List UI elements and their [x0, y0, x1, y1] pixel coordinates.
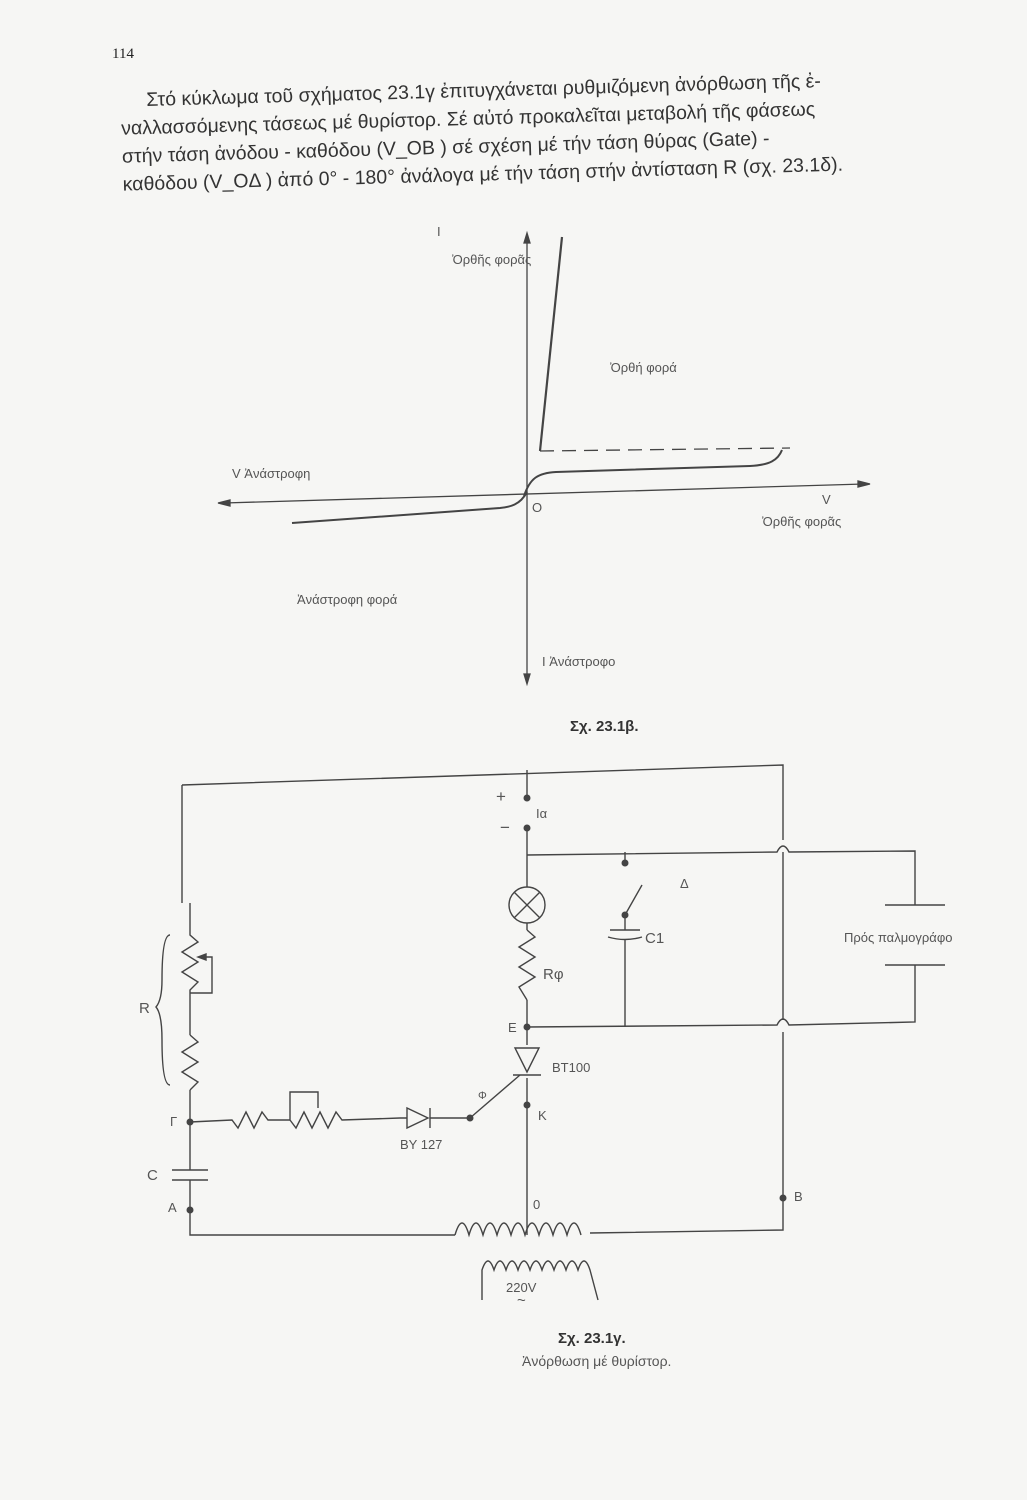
left-wire	[181, 785, 455, 1236]
origin-label: O	[532, 500, 543, 515]
node-switch-bottom	[621, 911, 629, 919]
figure-c-caption: Σχ. 23.1γ.	[558, 1330, 626, 1347]
node-o-label: 0	[533, 1197, 541, 1212]
node-k	[523, 1101, 531, 1109]
node-a-label: Α	[168, 1200, 177, 1215]
supply-label: 220V	[506, 1280, 537, 1295]
y-axis-label: I	[437, 224, 441, 239]
reverse-region-label: Ἀνάστροφη φορά	[297, 592, 398, 607]
thyristor-bt100	[513, 1047, 541, 1074]
x-axis	[223, 483, 865, 504]
diode-label: BY 127	[400, 1137, 443, 1152]
r-label: R	[139, 1000, 150, 1017]
y-axis-arrow-up	[523, 230, 531, 244]
gate-lead	[469, 1074, 521, 1119]
diode-by127	[400, 1106, 470, 1130]
gate-resistor	[189, 1110, 290, 1130]
y-axis-sublabel: Ὀρθῆς φορᾶς	[452, 252, 532, 267]
node-plus	[523, 794, 531, 802]
y-axis-bottom-label: I Ἀνάστροφο	[542, 654, 616, 669]
node-g-label: Γ	[170, 1114, 178, 1129]
x-axis-arrow-left	[217, 499, 231, 507]
figure-b-caption: Σχ. 23.1β.	[570, 718, 639, 735]
node-k-label: Κ	[538, 1108, 547, 1123]
x-axis-left-label: V Ἀνάστροφη	[232, 466, 311, 481]
resistor-r-phi	[517, 929, 537, 1001]
capacitor-c1	[607, 915, 643, 1027]
node-gate	[466, 1114, 474, 1122]
page-number: 114	[112, 46, 134, 62]
breakover-dashed-line	[539, 447, 791, 452]
transformer-primary	[481, 1260, 599, 1301]
switch-label: Δ	[680, 876, 689, 891]
ia-label: Iα	[536, 806, 548, 821]
y-axis-arrow-down	[523, 673, 531, 687]
transformer-primary-secondary	[454, 1222, 582, 1238]
gate-rheostat	[289, 1091, 401, 1130]
resistor-r2	[180, 1034, 200, 1091]
node-g	[186, 1118, 194, 1126]
r-phi-label: Rφ	[543, 966, 564, 983]
brace-r	[155, 934, 171, 1086]
node-b	[779, 1194, 787, 1202]
plus-label: +	[496, 787, 506, 806]
capacitor-c	[172, 1169, 208, 1181]
reverse-blocking-curve	[291, 491, 528, 524]
top-wire	[181, 764, 784, 1234]
forward-blocking-curve	[523, 449, 783, 497]
node-switch-top	[621, 859, 629, 867]
thyristor-label: BT100	[552, 1060, 591, 1075]
wire-branch-crossing-bottom	[526, 965, 916, 1028]
cap-c-label: C	[147, 1167, 158, 1184]
node-e-label: Ε	[508, 1020, 517, 1035]
x-axis-arrow-right	[857, 480, 871, 488]
figure-c-subcaption: Ἀνόρθωση μέ θυρίστορ.	[522, 1353, 672, 1369]
thyristor-circuit	[155, 764, 945, 1301]
rheostat-r1	[180, 903, 213, 1000]
gate-label: Φ	[478, 1090, 487, 1102]
c1-label: C1	[645, 930, 665, 947]
switch-delta	[624, 852, 643, 916]
forward-region-label: Ὀρθή φορά	[610, 360, 677, 375]
node-b-label: Β	[794, 1189, 803, 1204]
node-a	[186, 1206, 194, 1214]
node-e	[523, 1023, 531, 1031]
on-state-curve	[538, 236, 564, 452]
lamp-icon	[508, 886, 546, 924]
wire-branch-crossing-top	[526, 845, 916, 905]
node-minus	[523, 824, 531, 832]
x-axis-right-sublabel: Ὀρθῆς φορᾶς	[762, 514, 842, 529]
x-axis-right-label: V	[822, 492, 831, 507]
circuit-nodes	[186, 794, 787, 1214]
ac-symbol: ~	[517, 1292, 526, 1309]
minus-label: −	[500, 818, 510, 837]
oscilloscope-label: Πρός παλμογράφο	[844, 930, 953, 945]
